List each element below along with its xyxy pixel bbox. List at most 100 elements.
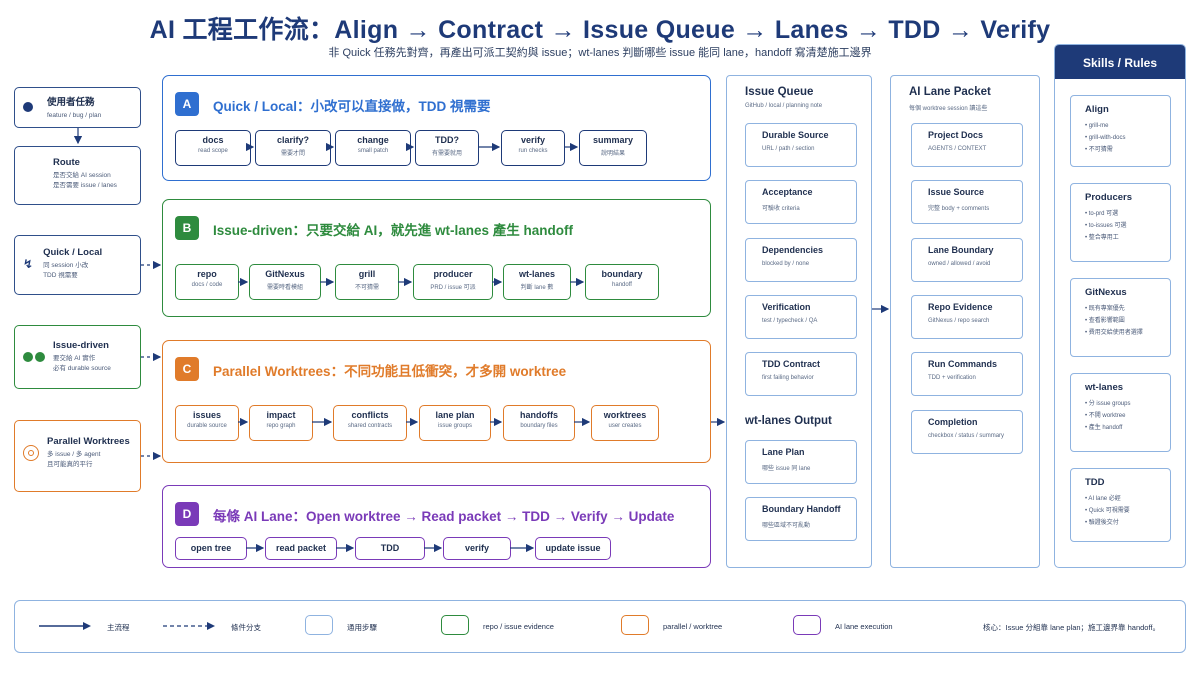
route-sub2: 是否需要 issue / lanes <box>53 181 117 189</box>
panel-c-badge: C <box>175 357 199 381</box>
task-sub: feature / bug / plan <box>47 112 102 119</box>
route-sub1: 是否交給 AI session <box>53 172 111 179</box>
skills-title: Skills / Rules <box>1055 45 1185 79</box>
route-title: Route <box>53 157 80 168</box>
legend-swatch-repo <box>441 615 469 635</box>
issue-driven-sub1: 要交給 AI 實作 <box>53 355 96 362</box>
skills-panel: Skills / Rules Align• grill-me• grill-wi… <box>1054 44 1186 568</box>
panel-d: D 每條 AI Lane：Open worktree → Read packet… <box>162 485 711 568</box>
task-box: 使用者任務 feature / bug / plan <box>14 87 141 128</box>
step-tdd-lane: TDD <box>355 537 425 560</box>
panel-a-badge: A <box>175 92 199 116</box>
wt-lanes-output-title: wt-lanes Output <box>745 415 832 427</box>
parallel-sub1: 多 issue / 多 agent <box>47 451 101 458</box>
two-dots-icon <box>23 351 45 362</box>
step-open-tree: open tree <box>175 537 247 560</box>
legend-swatch-ai <box>793 615 821 635</box>
legend-core: 核心：Issue 分組靠 lane plan；施工邊界靠 handoff。 <box>983 623 1161 632</box>
main-flow-arrow-icon <box>39 622 91 630</box>
legend: 主流程 條件分支 通用步驟 repo / issue evidence para… <box>14 600 1186 653</box>
quick-sub1: 同 session 小改 <box>43 262 89 269</box>
legend-parallel: parallel / worktree <box>663 622 723 631</box>
parallel-sub2: 且可能真的平行 <box>47 460 93 468</box>
skill-tdd: TDD• AI lane 必經• Quick 可視需要• 驗證後交付 <box>1070 468 1171 542</box>
branch-arrow-icon <box>163 622 215 630</box>
lane-packet-column: AI Lane Packet 每個 worktree session 讀這些 P… <box>890 75 1040 568</box>
skill-wt-lanes: wt-lanes• 分 issue groups• 不開 worktree• 產… <box>1070 373 1171 452</box>
issue-queue-column: Issue Queue GitHub / local / planning no… <box>726 75 872 568</box>
quick-title: Quick / Local <box>43 247 103 258</box>
lane-packet-title: AI Lane Packet <box>909 86 991 98</box>
task-title: 使用者任務 <box>47 97 95 108</box>
step-update-issue: update issue <box>535 537 611 560</box>
issue-queue-title: Issue Queue <box>745 86 814 98</box>
panel-c: C Parallel Worktrees：不同功能且低衝突，才多開 worktr… <box>162 340 711 463</box>
legend-ai: AI lane execution <box>835 622 893 631</box>
legend-normal: 通用步驟 <box>347 623 377 632</box>
skill-align: Align• grill-me• grill-with-docs• 不可猜需 <box>1070 95 1171 167</box>
panel-b: B Issue-driven：只要交給 AI，就先進 wt-lanes 產生 h… <box>162 199 711 317</box>
legend-branch: 條件分支 <box>231 623 261 632</box>
step-tdd: TDD?有需要就用 <box>415 130 479 166</box>
skill-gitnexus: GitNexus• 既有專案優先• 查看影響範圍• 費用交給使用者選擇 <box>1070 278 1171 357</box>
issue-queue-sub: GitHub / local / planning note <box>745 103 823 109</box>
issue-driven-sub2: 必有 durable source <box>53 364 111 372</box>
parallel-title: Parallel Worktrees <box>47 436 130 447</box>
circle-icon <box>23 102 33 113</box>
issue-driven-title: Issue-driven <box>53 340 109 351</box>
parallel-box: Parallel Worktrees 多 issue / 多 agent 且可能… <box>14 420 141 492</box>
route-box: Route 是否交給 AI session 是否需要 issue / lanes <box>14 146 141 205</box>
quick-box: ↯ Quick / Local 同 session 小改 TDD 視需要 <box>14 235 141 295</box>
issue-driven-box: Issue-driven 要交給 AI 實作 必有 durable source <box>14 325 141 389</box>
legend-swatch-parallel <box>621 615 649 635</box>
page-subtitle: 非 Quick 任務先對齊，再產出可派工契約與 issue；wt-lanes 判… <box>328 47 872 59</box>
legend-swatch-normal <box>305 615 333 635</box>
panel-b-title: Issue-driven：只要交給 AI，就先進 wt-lanes 產生 han… <box>213 223 574 238</box>
target-icon <box>23 444 39 461</box>
quick-sub2: TDD 視需要 <box>43 271 78 279</box>
step-clarify: clarify?需要才問 <box>255 130 331 166</box>
skill-producers: Producers• to-prd 可選• to-issues 可選• 整合專用… <box>1070 183 1171 262</box>
legend-repo: repo / issue evidence <box>483 622 554 631</box>
page-title: AI 工程工作流：Align → Contract → Issue Queue … <box>149 16 1051 44</box>
lane-packet-sub: 每個 worktree session 讀這些 <box>909 106 988 112</box>
lightning-icon: ↯ <box>23 256 34 271</box>
panel-b-badge: B <box>175 216 199 240</box>
panel-d-title: 每條 AI Lane：Open worktree → Read packet →… <box>213 509 675 524</box>
step-read-packet: read packet <box>265 537 337 560</box>
step-verify-lane: verify <box>443 537 511 560</box>
legend-main: 主流程 <box>107 623 130 632</box>
panel-a-title: Quick / Local：小改可以直接做，TDD 視需要 <box>213 99 491 114</box>
panel-d-badge: D <box>175 502 199 526</box>
